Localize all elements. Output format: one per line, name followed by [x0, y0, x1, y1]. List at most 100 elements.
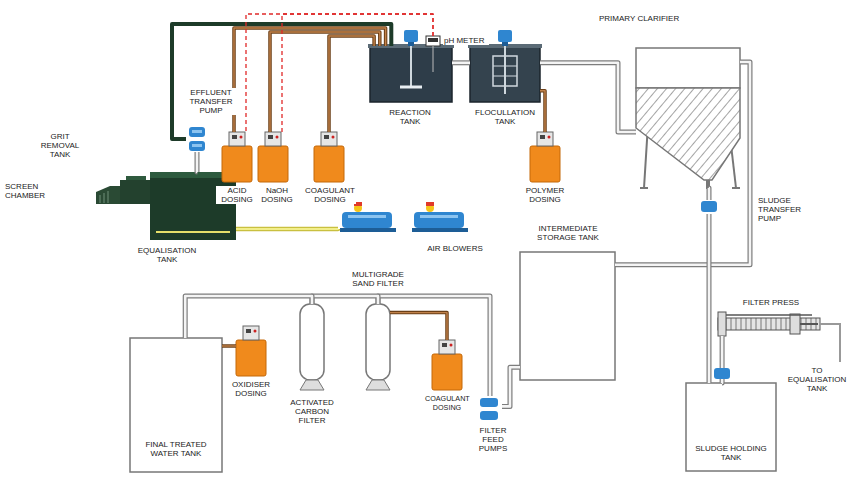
pipe-line [452, 61, 470, 64]
component-label: SLUDGE HOLDING TANK [690, 444, 772, 462]
pipe-line [615, 62, 750, 265]
pipe [270, 32, 380, 132]
pipe-line [185, 296, 312, 338]
pipe-line [452, 60, 470, 65]
pipe-line [312, 296, 378, 304]
screen-chamber: SCREEN CHAMBER [96, 186, 126, 204]
pipe-line [312, 296, 378, 304]
filter-press: FILTER PRESS [718, 312, 820, 336]
reaction-tank: REACTION TANK [370, 46, 452, 102]
pipe-line [540, 91, 545, 132]
filter-press [718, 312, 840, 362]
pipe-line [222, 345, 236, 346]
pipe-line [234, 28, 386, 132]
filter-press [718, 318, 820, 330]
component-label: pH METER [443, 36, 489, 45]
filter-press [820, 324, 840, 362]
reaction-tank [410, 46, 412, 88]
pump-on-pipe [714, 368, 730, 379]
grit-removal-tank [120, 176, 152, 204]
primary-clarifier [636, 48, 740, 88]
pipe-line [540, 63, 636, 132]
component-label: EQUALISATION TANK [128, 246, 206, 264]
pipe [708, 188, 709, 200]
ph-meter [433, 46, 434, 72]
flocculation-tank [502, 42, 508, 46]
flocculation-tank [493, 56, 517, 86]
component-label: EFFLUENT TRANSFER PUMP [186, 88, 236, 115]
grit-removal-tank [126, 176, 146, 180]
naoh-dosing-tank [258, 132, 288, 182]
multigrade-sand-filter [366, 304, 390, 390]
storage-tank: INTERMEDIATE STORAGE TANK [520, 252, 615, 380]
air-blowers [340, 202, 468, 232]
pipe [540, 91, 545, 132]
component-label: OXIDISER DOSING [226, 380, 276, 398]
sludge-transfer-pump [701, 201, 717, 212]
pump-on-pipe [714, 368, 730, 379]
pipe-line [540, 91, 545, 132]
pipe-line [502, 367, 520, 406]
pipe [540, 63, 636, 132]
component-label: TO EQUALISATION TANK [782, 366, 852, 393]
flocculation-tank [498, 30, 512, 42]
grit-removal-tank [120, 180, 152, 204]
filter-press [726, 314, 812, 316]
pipe [378, 296, 490, 396]
screen-chamber [100, 191, 108, 203]
equalisation-tank [156, 231, 230, 233]
filter-press [790, 314, 800, 334]
flocculation-tank [470, 46, 540, 102]
pipe-line [196, 152, 199, 172]
primary-clarifier [636, 48, 740, 189]
pipe-line [708, 214, 711, 383]
pipe-layer [172, 14, 750, 406]
air-blowers [412, 202, 468, 232]
pipe-line [329, 36, 374, 132]
flocculation-tank [504, 46, 506, 94]
sludge-holding-tank [686, 383, 776, 471]
pipe [709, 214, 710, 383]
pipe-line [185, 296, 312, 338]
feed-pumps: FILTER FEED PUMPS [478, 396, 502, 422]
filter-press [800, 323, 818, 325]
pipe-line [222, 344, 236, 348]
pipe [615, 62, 750, 265]
ph-meter [426, 36, 440, 72]
reaction-tank [400, 86, 422, 89]
pipe [452, 62, 470, 63]
activated-carbon-filter [300, 380, 324, 390]
pipe-line [390, 313, 447, 340]
pipe [502, 367, 520, 406]
pipe-line [502, 367, 520, 406]
pipe-line [329, 36, 374, 132]
clarifier: PRIMARY CLARIFIER [636, 48, 740, 188]
pipe-line [615, 62, 750, 265]
intermediate-storage-tank [520, 252, 615, 380]
component-label: SCREEN CHAMBER [4, 182, 74, 200]
polymer-dosing-tank [530, 132, 560, 182]
transfer-pump: EFFLUENT TRANSFER PUMP [186, 126, 208, 152]
component-label: COAGULANT DOSING [304, 186, 356, 204]
reaction-tank [408, 42, 414, 46]
pipe-line [236, 227, 338, 232]
effluent-pumps [189, 127, 205, 137]
component-label: FILTER FEED PUMPS [470, 426, 516, 453]
component-label: POLYMER DOSING [522, 186, 568, 204]
dosing-tank: NaOH DOSING [258, 132, 288, 182]
dosing-tank: POLYMER DOSING [530, 132, 560, 182]
component-label: PRIMARY CLARIFIER [598, 14, 696, 23]
component-label: AIR BLOWERS [420, 244, 490, 253]
pipe-line [270, 32, 380, 132]
component-label: GRIT REMOVAL TANK [36, 132, 84, 159]
component-label: FINAL TREATED WATER TANK [134, 440, 218, 458]
pipe-line [270, 32, 380, 132]
pipe [236, 228, 338, 229]
pipe-line [195, 152, 200, 172]
component-label: FLOCULLATION TANK [474, 108, 536, 126]
filter-vessel: ACTIVATED CARBON FILTER [300, 304, 324, 390]
equalisation-tank: EQUALISATION TANK [150, 172, 236, 240]
filter-press [718, 312, 726, 336]
primary-clarifier [636, 88, 740, 180]
